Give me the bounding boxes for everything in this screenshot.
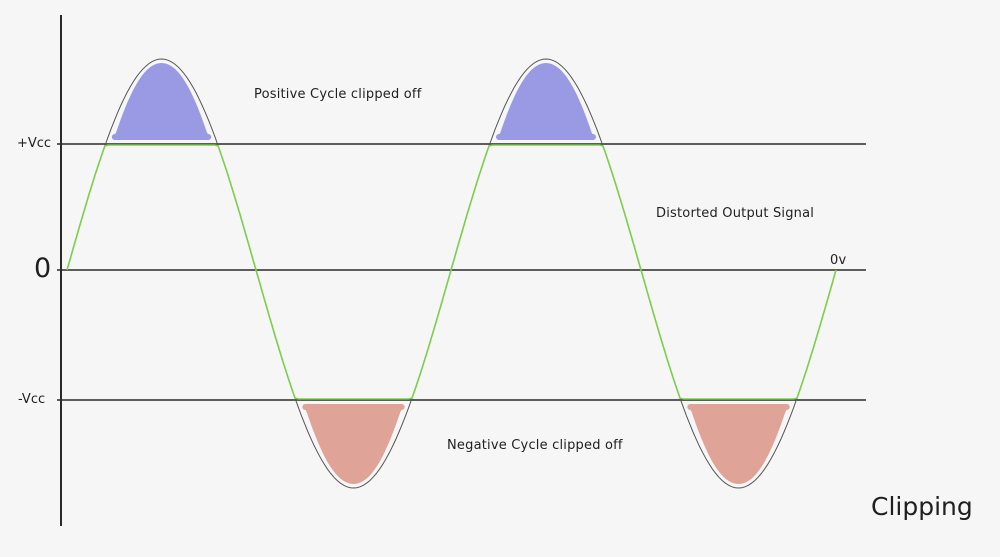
chart-title: Clipping [871,492,973,521]
negative-clipped-region [302,404,405,484]
minus-vcc-label: -Vcc [18,392,46,407]
positive-clipped-region [111,63,212,140]
plus-vcc-label: +Vcc [17,136,52,151]
negative-cycle-clipped-label: Negative Cycle clipped off [447,438,623,453]
zero-volt-label: 0v [830,253,847,268]
zero-label: 0 [34,253,52,284]
distorted-output-signal [66,144,837,400]
positive-cycle-clipped-label: Positive Cycle clipped off [254,87,422,102]
distorted-output-signal-label: Distorted Output Signal [656,206,815,221]
negative-clipped-region [687,404,790,484]
clipped-regions [111,63,790,484]
positive-clipped-region [496,63,596,140]
